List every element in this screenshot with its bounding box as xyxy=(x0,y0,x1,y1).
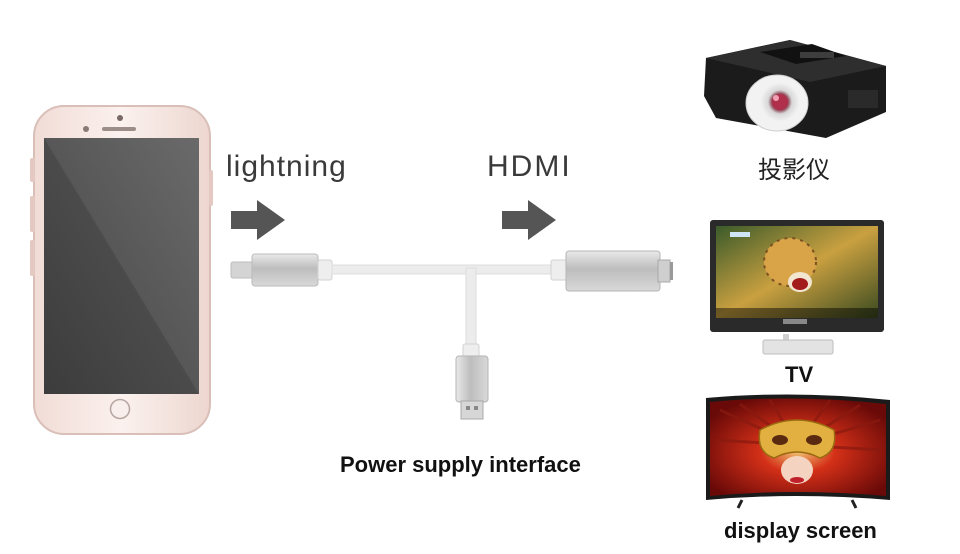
lightning-label: lightning xyxy=(226,150,347,183)
phone-icon xyxy=(30,105,213,435)
curved-display-icon xyxy=(706,394,890,509)
display-screen-label: display screen xyxy=(724,518,877,543)
hdmi-label: HDMI xyxy=(487,150,572,183)
arrow-right-icon xyxy=(502,200,556,240)
projector-label: 投影仪 xyxy=(758,156,830,184)
tv-label: TV xyxy=(785,362,814,387)
projector-icon xyxy=(704,40,886,138)
arrow-right-icon xyxy=(231,200,285,240)
adapter-cable xyxy=(230,250,673,420)
power-supply-label: Power supply interface xyxy=(340,452,581,477)
tv-icon xyxy=(710,220,884,355)
